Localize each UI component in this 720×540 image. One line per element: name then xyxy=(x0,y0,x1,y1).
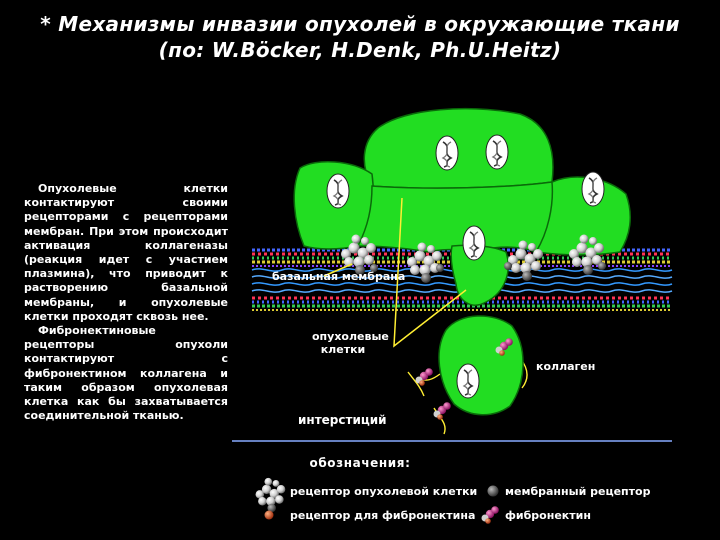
legend-fibronectin: фибронектин xyxy=(505,509,591,522)
pointer-lines xyxy=(323,197,467,348)
tumor-cell-top xyxy=(363,108,554,189)
fibronectin-legend-icon xyxy=(481,506,499,524)
membrane-receptor-legend-icon xyxy=(487,485,499,497)
legend-title: обозначения: xyxy=(309,456,411,470)
fibronectin-receptor-legend-icon xyxy=(264,510,274,520)
description-paragraph-2: Фибронектиновые рецепторы опухоли контак… xyxy=(24,324,228,423)
legend-fibronectin-receptor: рецептор для фибронектина xyxy=(290,509,476,522)
tumor-cell-lower xyxy=(438,315,524,416)
label-basal-membrane: базальная мембрана xyxy=(272,270,406,283)
label-tumor-cells: опухолевые клетки xyxy=(312,330,389,356)
receptor-cluster-legend-icon xyxy=(255,477,286,513)
title-line-2: (по: W.Böcker, H.Denk, Ph.U.Heitz) xyxy=(158,38,562,62)
upper-tumor-mass xyxy=(293,108,632,416)
label-collagen: коллаген xyxy=(536,360,596,373)
label-interstitium: интерстиций xyxy=(298,413,387,427)
description-text: Опухолевые клетки контактируют своими ре… xyxy=(24,182,228,423)
receptor-clusters xyxy=(341,234,606,283)
title-line-1: * Механизмы инвазии опухолей в окружающи… xyxy=(40,12,680,36)
description-paragraph-1: Опухолевые клетки контактируют своими ре… xyxy=(24,182,228,323)
legend-membrane-receptor: мембранный рецептор xyxy=(505,485,651,498)
legend-tumor-receptor: рецептор опухолевой клетки xyxy=(290,485,478,498)
